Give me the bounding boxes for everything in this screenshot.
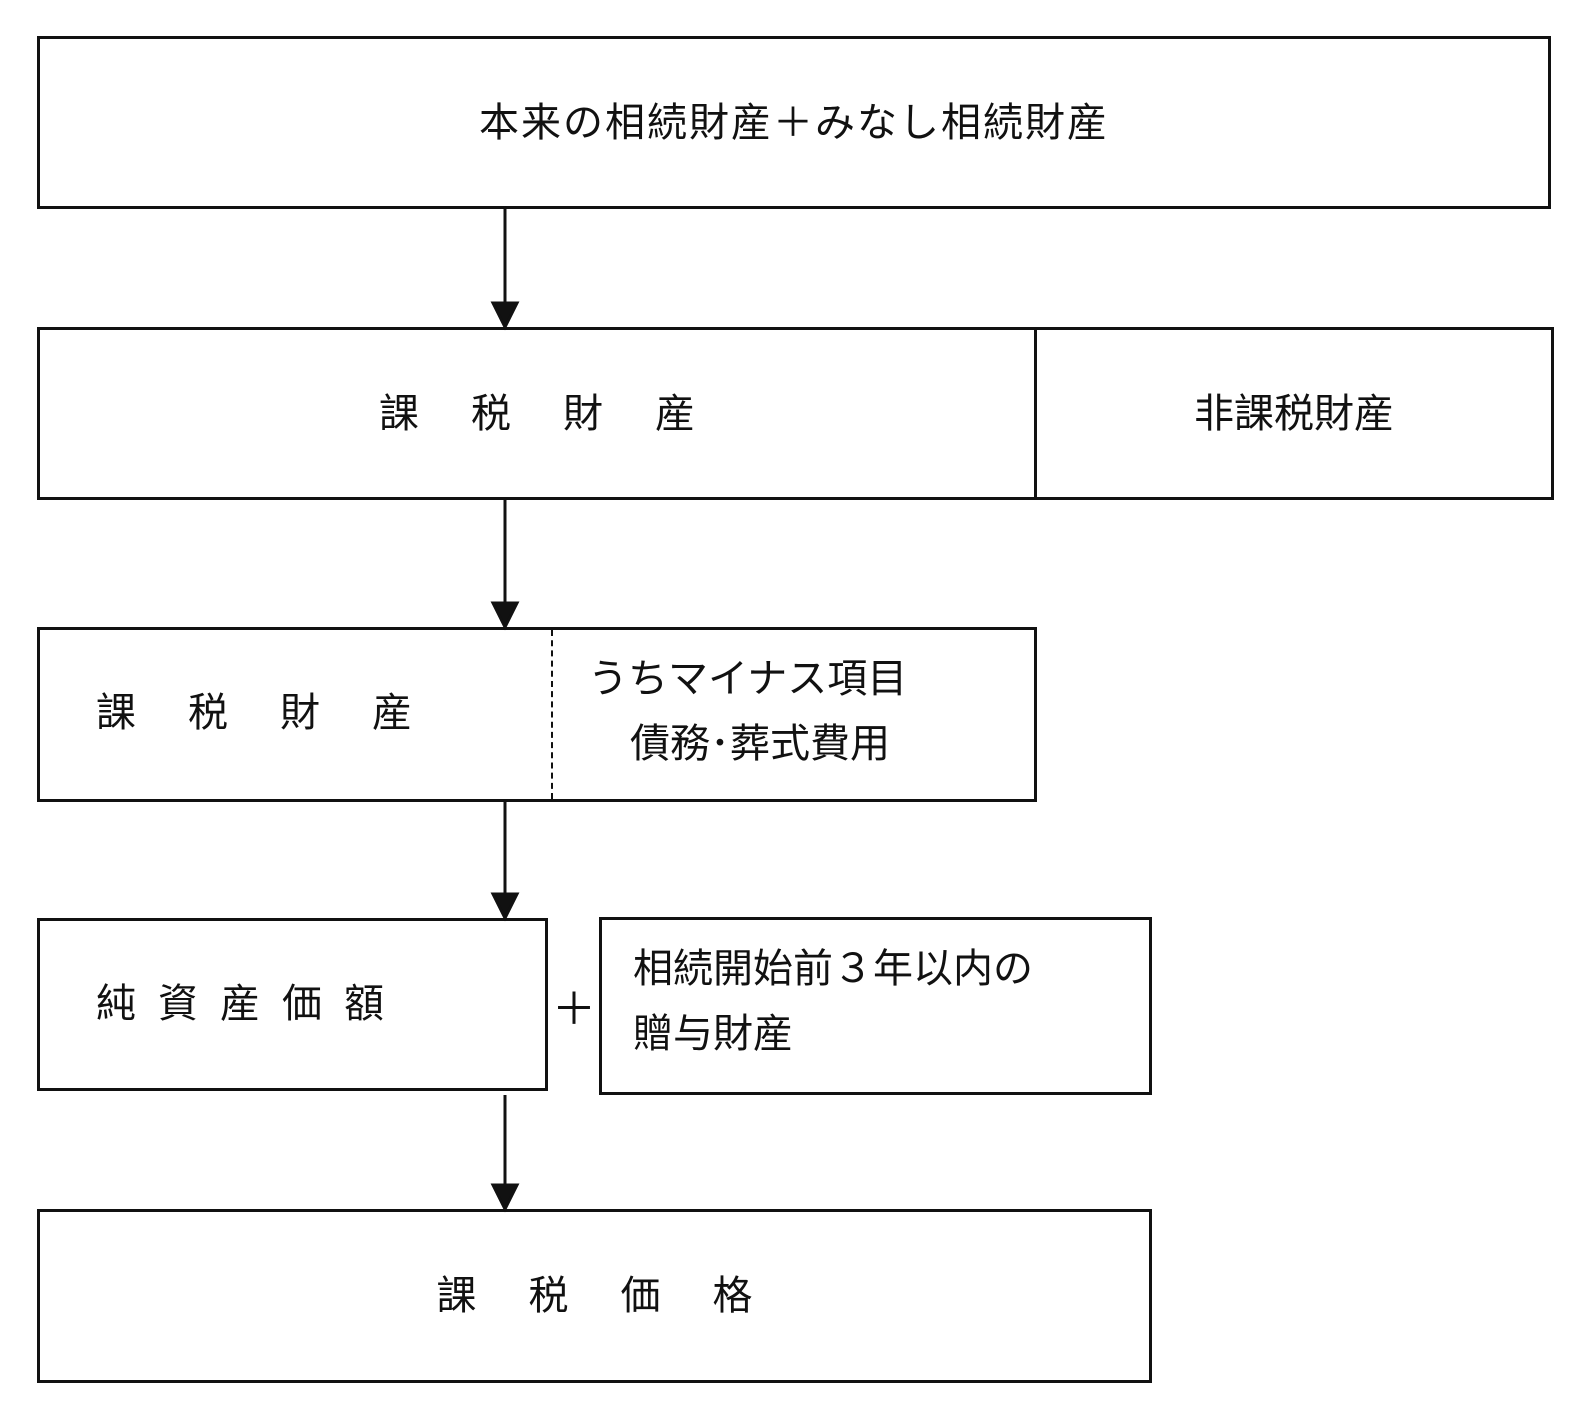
box-non-taxable-assets-label: 非課税財産	[1194, 390, 1394, 437]
box-taxable-assets: 課税財産	[37, 327, 1037, 500]
gift-assets-line-1: 相続開始前３年以内の	[633, 946, 1033, 992]
dashed-divider	[551, 630, 553, 799]
box-net-asset-value-label: 純資産価額	[96, 981, 406, 1027]
box-inherited-assets: 本来の相続財産＋みなし相続財産	[37, 36, 1551, 209]
box-taxable-assets-label: 課税財産	[379, 390, 747, 437]
arrow-4-head	[490, 1183, 520, 1213]
box-net-asset-value: 純資産価額	[37, 918, 548, 1091]
deductions-line-1: うちマイナス項目	[588, 656, 908, 702]
plus-sign: ＋	[552, 984, 596, 1035]
deductions-line-2: 債務･葬式費用	[630, 721, 890, 767]
box-taxable-value-label: 課税価格	[436, 1273, 805, 1319]
box-gift-assets: 相続開始前３年以内の 贈与財産	[599, 917, 1152, 1095]
gift-assets-line-2: 贈与財産	[633, 1011, 793, 1057]
box-taxable-with-deductions-left-label: 課税財産	[96, 690, 464, 736]
arrow-1-head	[490, 301, 520, 331]
arrow-2-head	[490, 601, 520, 631]
box-non-taxable-assets: 非課税財産	[1034, 327, 1554, 500]
box-taxable-with-deductions: 課税財産 うちマイナス項目 債務･葬式費用	[37, 627, 1037, 802]
box-inherited-assets-label: 本来の相続財産＋みなし相続財産	[479, 99, 1109, 146]
arrow-3-head	[490, 892, 520, 922]
box-taxable-value: 課税価格	[37, 1209, 1152, 1383]
